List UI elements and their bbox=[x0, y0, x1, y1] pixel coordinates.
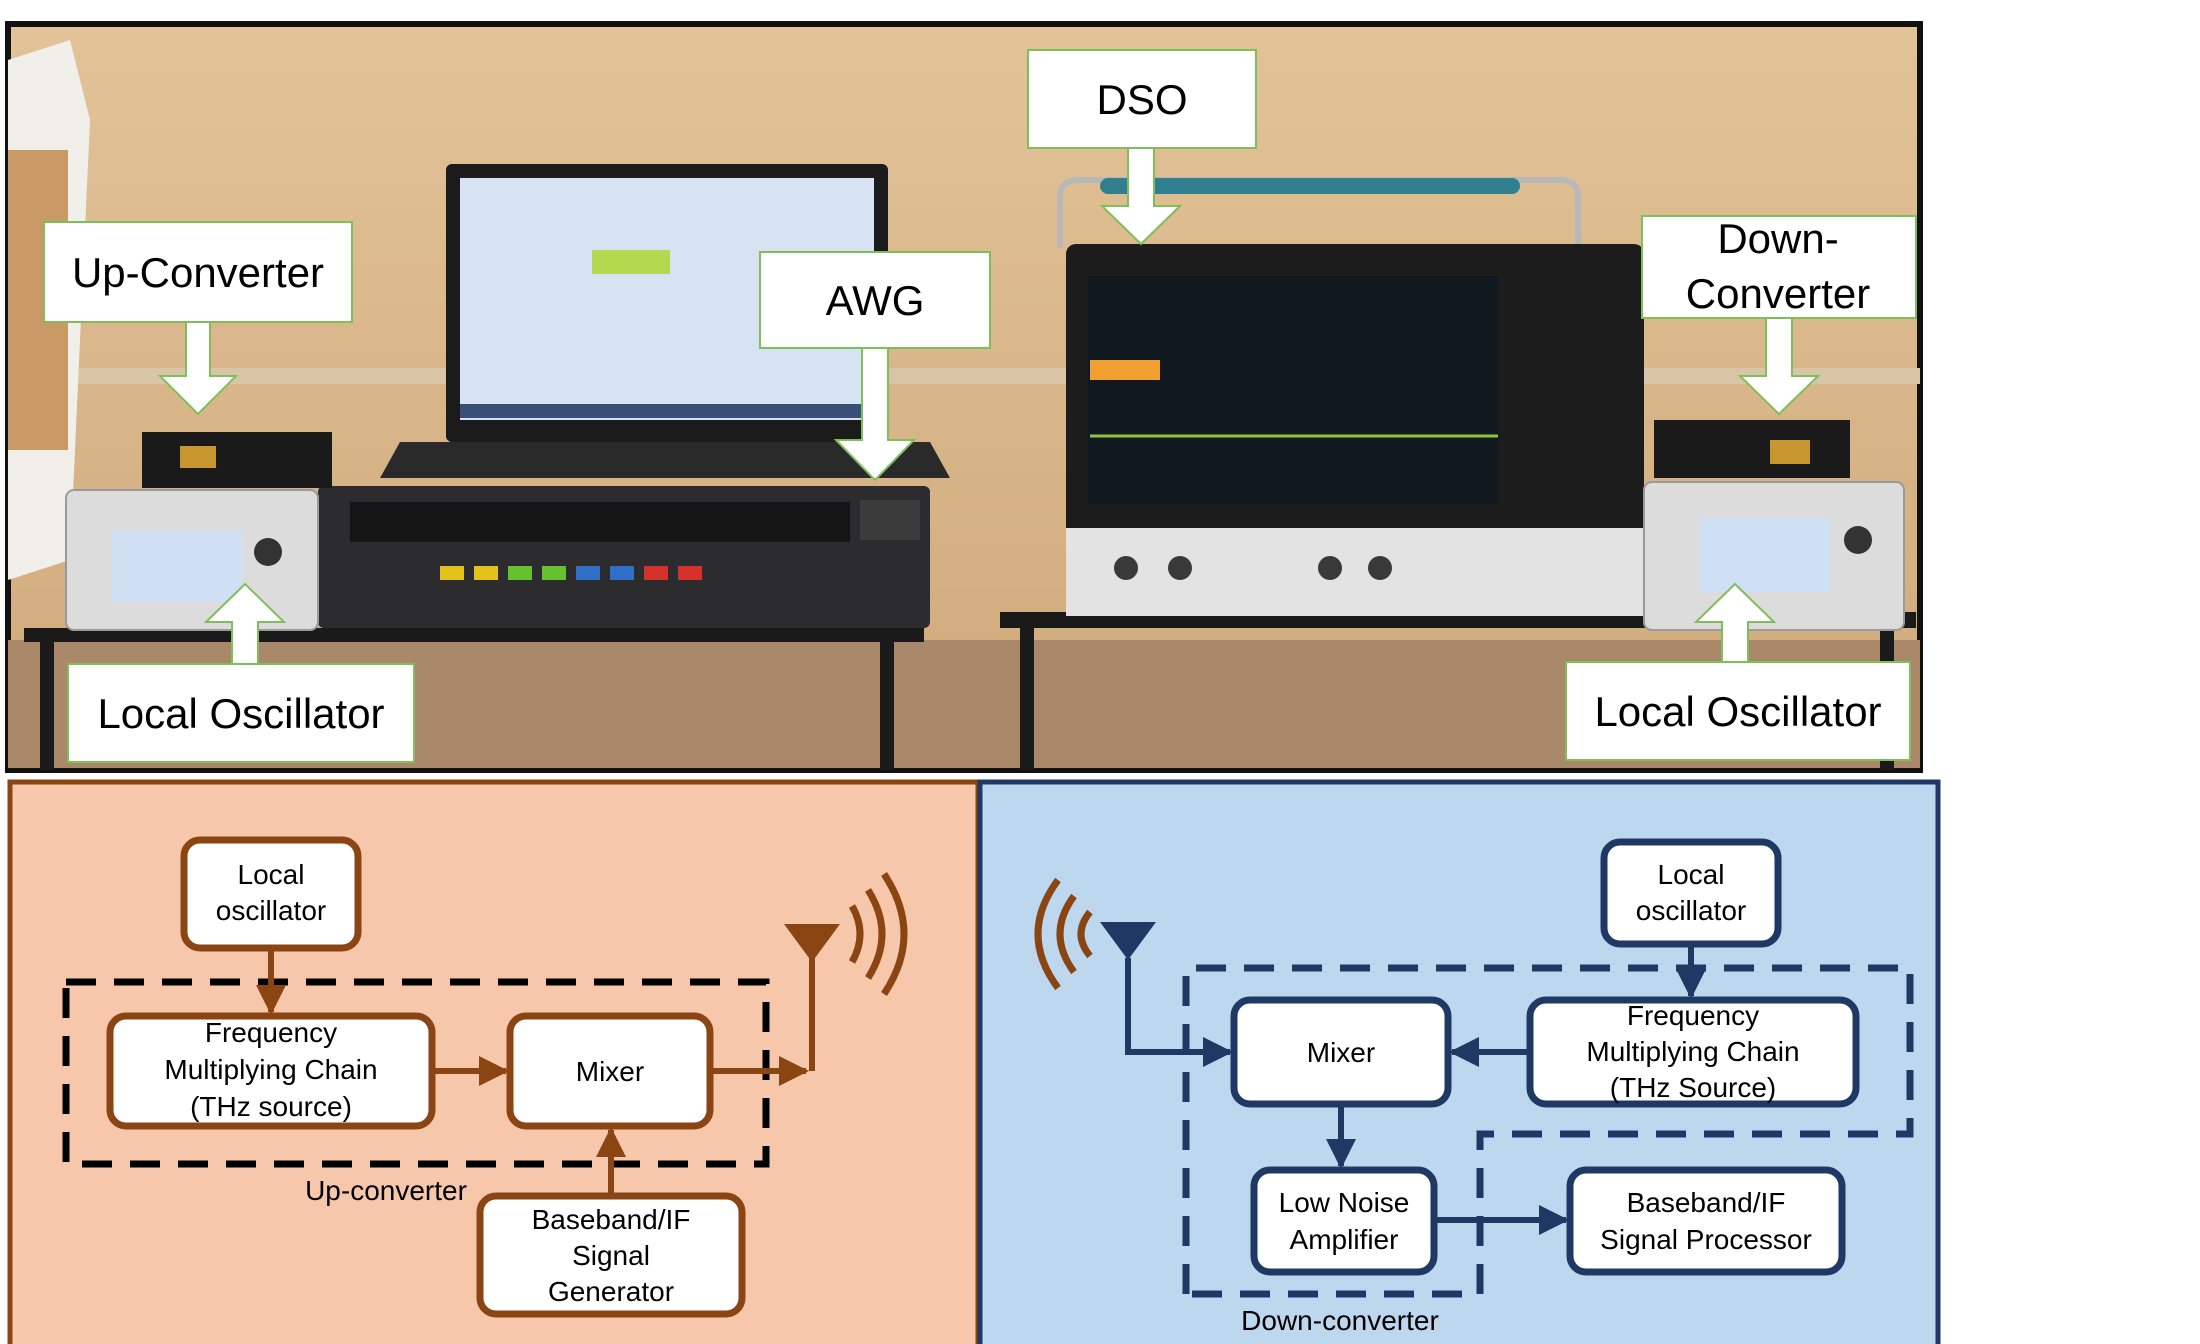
up-mixer-label: Mixer bbox=[576, 1056, 644, 1087]
callout-local-oscillator-right-label: Local Oscillator bbox=[1594, 688, 1881, 735]
down-baseband-processor-block: Baseband/IF Signal Processor bbox=[1566, 1166, 1846, 1276]
up-baseband-generator-block: Baseband/IF Signal Generator bbox=[476, 1192, 746, 1318]
down-lo-line2: oscillator bbox=[1636, 895, 1746, 926]
awg-chassis bbox=[318, 486, 930, 628]
callout-down-converter-line1: Down- bbox=[1717, 215, 1838, 262]
callout-down-converter-line2: Converter bbox=[1686, 270, 1870, 317]
callout-arrow-down bbox=[833, 347, 917, 482]
dso-oscilloscope bbox=[1057, 177, 1644, 616]
callout-awg: AWG bbox=[759, 251, 991, 482]
callout-local-oscillator-left: Local Oscillator bbox=[67, 582, 415, 763]
down-lna-line1: Low Noise bbox=[1279, 1187, 1410, 1218]
callout-up-converter-label: Up-Converter bbox=[72, 249, 324, 296]
up-antenna-icon bbox=[784, 872, 908, 996]
lab-photo: Up-Converter AWG DSO Down- Converter Loc… bbox=[5, 21, 1923, 773]
up-fmc-line2: Multiplying Chain bbox=[164, 1054, 377, 1085]
callout-arrow-down bbox=[157, 321, 239, 416]
down-fmc-line1: Frequency bbox=[1627, 1000, 1759, 1031]
down-local-oscillator-block: Local oscillator bbox=[1600, 838, 1782, 948]
down-converter-group-border bbox=[1182, 964, 1914, 1298]
callout-arrow-up bbox=[1693, 582, 1777, 665]
left-local-oscillator-unit bbox=[65, 489, 319, 631]
callout-local-oscillator-right: Local Oscillator bbox=[1565, 582, 1911, 761]
callout-down-converter: Down- Converter bbox=[1641, 215, 1917, 416]
down-bb-line2: Signal Processor bbox=[1600, 1224, 1812, 1255]
up-converter-diagram: Up-converter Local oscillator Frequency … bbox=[7, 779, 981, 1344]
callout-arrow-up bbox=[203, 582, 287, 667]
up-lo-line1: Local bbox=[238, 859, 305, 890]
up-bb-line1: Baseband/IF bbox=[532, 1204, 691, 1235]
up-fmc-line3: (THz source) bbox=[190, 1091, 352, 1122]
down-converter-diagram: Down-converter Local oscillator Frequenc… bbox=[977, 779, 1941, 1344]
up-local-oscillator-block: Local oscillator bbox=[180, 836, 362, 952]
down-bb-line1: Baseband/IF bbox=[1627, 1187, 1786, 1218]
callout-local-oscillator-left-label: Local Oscillator bbox=[97, 690, 384, 737]
callout-dso: DSO bbox=[1027, 49, 1257, 246]
up-frequency-multiplying-chain-block: Frequency Multiplying Chain (THz source) bbox=[106, 1012, 436, 1130]
down-mixer-label: Mixer bbox=[1307, 1037, 1375, 1068]
callout-arrow-down bbox=[1737, 317, 1821, 416]
up-converter-module bbox=[142, 432, 332, 488]
down-converter-group-label: Down-converter bbox=[1241, 1305, 1439, 1336]
up-bb-line2: Signal bbox=[572, 1240, 650, 1271]
right-local-oscillator-unit bbox=[1643, 481, 1905, 631]
down-lo-line1: Local bbox=[1658, 859, 1725, 890]
down-fmc-line2: Multiplying Chain bbox=[1586, 1036, 1799, 1067]
up-bb-line3: Generator bbox=[548, 1276, 674, 1307]
down-lna-line2: Amplifier bbox=[1290, 1224, 1399, 1255]
down-fmc-line3: (THz Source) bbox=[1610, 1072, 1776, 1103]
down-antenna-icon bbox=[1034, 877, 1156, 991]
callout-arrow-down bbox=[1099, 147, 1183, 246]
up-lo-line2: oscillator bbox=[216, 895, 326, 926]
callout-awg-label: AWG bbox=[826, 277, 925, 324]
callout-up-converter: Up-Converter bbox=[43, 221, 353, 416]
up-mixer-block: Mixer bbox=[506, 1012, 714, 1130]
callout-dso-label: DSO bbox=[1096, 76, 1187, 123]
down-mixer-block: Mixer bbox=[1230, 996, 1452, 1108]
up-converter-group-label: Up-converter bbox=[305, 1175, 467, 1206]
down-lna-block: Low Noise Amplifier bbox=[1250, 1166, 1438, 1276]
down-converter-module bbox=[1654, 420, 1850, 478]
down-frequency-multiplying-chain-block: Frequency Multiplying Chain (THz Source) bbox=[1526, 996, 1860, 1108]
up-fmc-line1: Frequency bbox=[205, 1017, 337, 1048]
down-arrow-antenna-to-mixer bbox=[1125, 958, 1233, 1067]
